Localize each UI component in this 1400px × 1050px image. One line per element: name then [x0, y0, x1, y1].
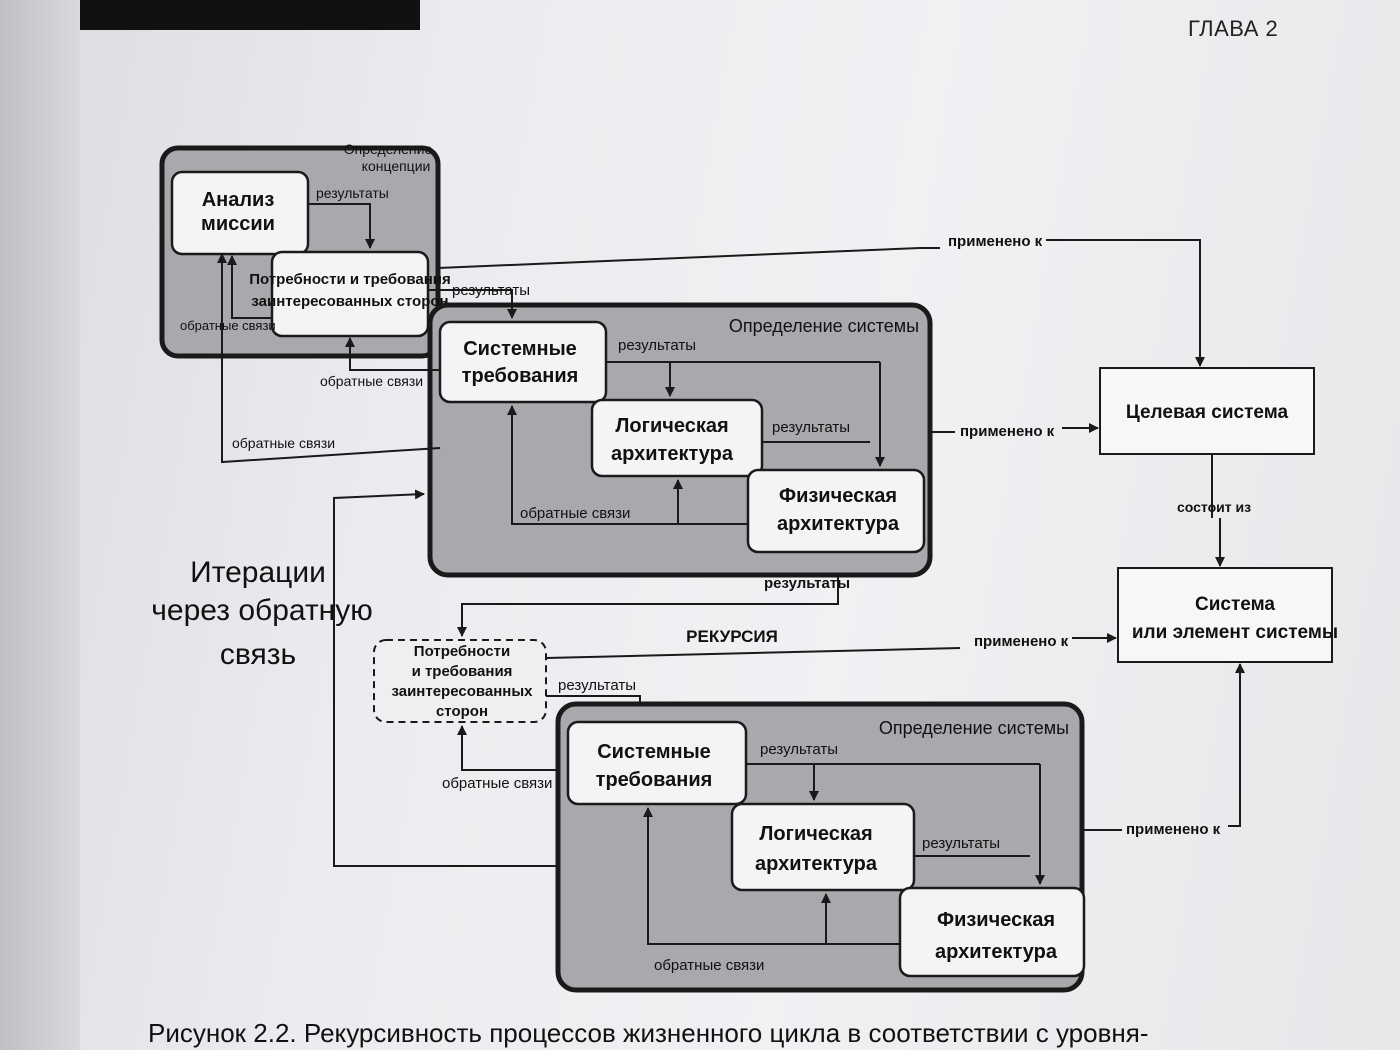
sysdef2-phys-line2: архитектура: [935, 941, 1058, 963]
concept-feedback-label: обратные связи: [180, 318, 276, 333]
label-feedback-to-dashed: обратные связи: [442, 775, 552, 792]
sysdef1-log-line1: Логическая: [615, 415, 728, 437]
sysdef1-req-line2: требования: [462, 365, 579, 387]
mission-analysis-box: [170, 170, 310, 256]
concept-title-line2: концепции: [362, 158, 431, 174]
sysdef1-results-2: результаты: [772, 419, 850, 436]
results-from-sysdef1-line: [457, 575, 839, 637]
applied-to-arrows: применено к применено к применено к прим…: [437, 233, 1245, 838]
label-feedback-to-stakeholder: обратные связи: [320, 373, 423, 389]
sysdef1-phys-line1: Физическая: [779, 485, 897, 507]
sysdef2-results-2: результаты: [922, 835, 1000, 852]
stakeholder-needs-box: [270, 250, 430, 338]
sysdef2-log-line2: архитектура: [755, 853, 878, 875]
system-element-box: [1117, 567, 1333, 663]
sysdef1-phys-line2: архитектура: [777, 513, 900, 535]
sysdef2-req-line2: требования: [596, 769, 713, 791]
stakeholder-dashed-group: Потребности и требования заинтересованны…: [373, 639, 547, 723]
dashed-line4: сторон: [436, 703, 488, 720]
iterations-label: Итерации через обратную связь: [151, 556, 373, 671]
concept-title-line1: Определение: [344, 141, 433, 157]
book-spine: [0, 0, 80, 1050]
sysdef2-logical-box: [730, 802, 916, 892]
iteration-loop-line: [333, 489, 560, 867]
top-dark-strip: [80, 0, 420, 30]
target-system-box: [1099, 367, 1315, 455]
right-side-boxes: Целевая система Система или элемент сист…: [1099, 367, 1338, 663]
sysdef2-physical-box: [898, 886, 1086, 978]
sysdef2-requirements-box: [566, 720, 748, 806]
concept-definition-group: Определение концепции Анализ миссии резу…: [159, 141, 451, 359]
dashed-line1: Потребности: [414, 643, 510, 660]
mission-line2: миссии: [201, 213, 275, 235]
dashed-line2: и требования: [412, 663, 513, 680]
sysdef2-phys-line1: Физическая: [937, 909, 1055, 931]
label-results-to-sysdef1: результаты: [452, 282, 530, 299]
label-recursion: РЕКУРСИЯ: [686, 627, 778, 646]
dashed-line3: заинтересованных: [391, 683, 533, 700]
recursion-line: [545, 647, 961, 659]
sysdef1-results-1: результаты: [618, 337, 696, 354]
stakeholder-line2: заинтересованных сторон: [251, 293, 448, 310]
concept-sysdef1-connections: результаты обратные связи обратные связи: [217, 253, 530, 464]
sysdef1-feedback: обратные связи: [520, 505, 630, 522]
feedback-to-dashed-line: [457, 725, 566, 771]
sysdef2-title: Определение системы: [879, 718, 1069, 738]
system-element-line1: Система: [1195, 594, 1275, 615]
sysdef1-title: Определение системы: [729, 316, 919, 336]
concept-results-label: результаты: [316, 185, 389, 201]
sysdef2-results-1: результаты: [760, 741, 838, 758]
system-definition-1: Определение системы Системные требования…: [427, 302, 933, 578]
label-applied-dashed: применено к: [974, 633, 1069, 650]
mission-line1: Анализ: [202, 189, 275, 211]
target-system-label: Целевая система: [1126, 402, 1289, 423]
label-applied-sysdef2: применено к: [1126, 821, 1221, 838]
system-definition-2: Определение системы Системные требования…: [555, 701, 1086, 993]
label-results-from-sysdef1: результаты: [764, 575, 850, 592]
sysdef1-log-line2: архитектура: [611, 443, 734, 465]
system-element-line2: или элемент системы: [1132, 622, 1338, 643]
figure-caption: Рисунок 2.2. Рекурсивность процессов жиз…: [148, 1018, 1149, 1048]
sysdef1-physical-box: [746, 468, 926, 554]
iterations-line2: через обратную: [151, 594, 373, 627]
sysdef1-req-line1: Системные: [463, 338, 577, 360]
sysdef2-req-line1: Системные: [597, 741, 711, 763]
label-applied-sysdef1: применено к: [960, 423, 1055, 440]
label-applied-top: применено к: [948, 233, 1043, 250]
sysdef1-logical-box: [590, 398, 764, 478]
label-results-to-sysdef2: результаты: [558, 677, 636, 694]
iterations-line3: связь: [220, 638, 296, 671]
sysdef2-feedback: обратные связи: [654, 957, 764, 974]
chapter-header: ГЛАВА 2: [1188, 16, 1279, 41]
sysdef2-log-line1: Логическая: [759, 823, 872, 845]
label-feedback-to-mission: обратные связи: [232, 435, 335, 451]
sysdef1-requirements-box: [438, 320, 608, 404]
iterations-line1: Итерации: [190, 556, 326, 589]
label-consists-of: состоит из: [1177, 499, 1251, 515]
stakeholder-dashed-box: [373, 639, 547, 723]
stakeholder-line1: Потребности и требования: [249, 271, 450, 288]
